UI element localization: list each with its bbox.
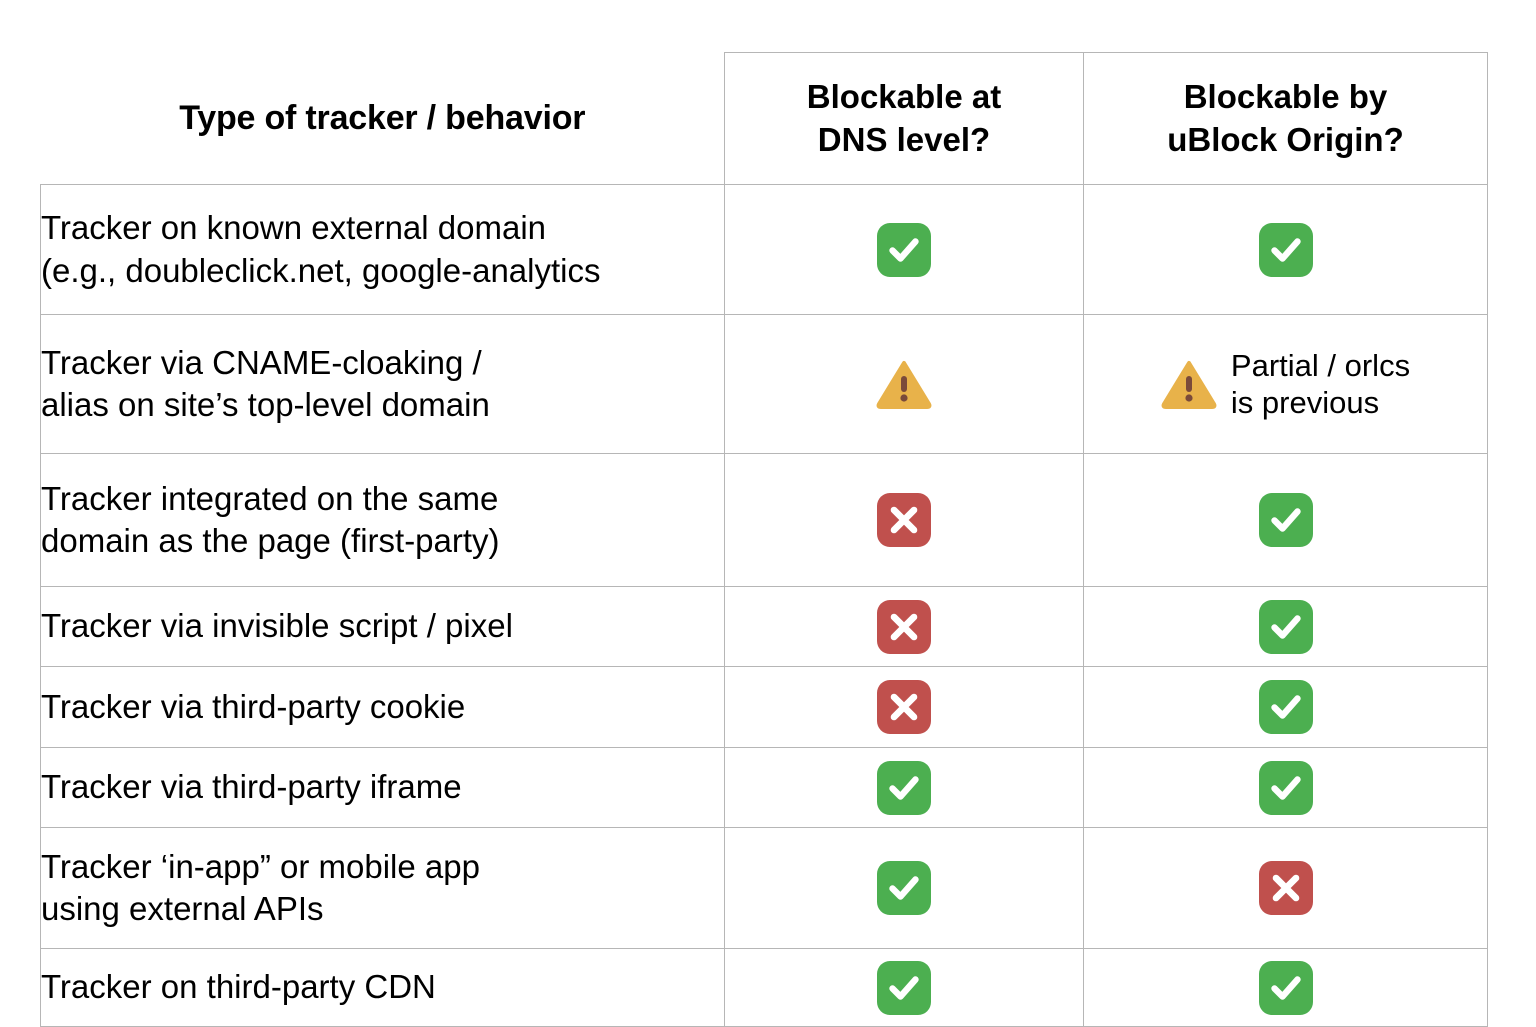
cell-dns (724, 453, 1084, 587)
label-line1: Tracker via CNAME-cloaking / (41, 343, 482, 381)
cell-dns (724, 827, 1084, 949)
mark-group (1084, 760, 1487, 815)
warning-icon (1161, 359, 1217, 409)
label-line2: (e.g., doubleclick.net, google-analytics (41, 251, 601, 289)
cell-dns (724, 314, 1084, 454)
table-row: Tracker via invisible script / pixel (40, 586, 1488, 667)
cell-ubo (1083, 747, 1488, 828)
check-icon (877, 222, 931, 277)
label-line1: Tracker via third-party cookie (41, 687, 466, 725)
label-line1: Tracker on known external domain (41, 209, 547, 247)
mark-group (725, 222, 1083, 277)
cell-tracker-label: Tracker on known external domain (e.g., d… (40, 184, 725, 315)
label-line1: Tracker via third-party iframe (41, 768, 462, 806)
mark-note-line1: Partial / orlcs (1230, 347, 1411, 383)
table-row: Tracker via third-party cookie (40, 666, 1488, 748)
header-ubo-line2: uBlock Origin? (1167, 120, 1404, 158)
warning-icon (876, 359, 932, 409)
check-icon (1258, 599, 1313, 654)
cell-ubo (1083, 586, 1488, 667)
cross-icon (877, 599, 931, 654)
cell-tracker-label: Tracker ‘in-app” or mobile app using exte… (40, 827, 725, 949)
cell-dns (724, 747, 1084, 828)
cell-tracker-label: Tracker via third-party cookie (40, 666, 725, 748)
mark-group (1084, 960, 1487, 1015)
mark-group (725, 493, 1083, 547)
check-icon (1258, 493, 1313, 547)
table-row: Tracker via third-party iframe (40, 747, 1488, 828)
table-row: Tracker on known external domain (e.g., d… (40, 184, 1488, 315)
cross-icon (1258, 861, 1313, 915)
cross-icon (877, 680, 931, 734)
mark-group (725, 861, 1083, 915)
check-icon (1258, 222, 1313, 277)
cell-ubo (1083, 948, 1488, 1027)
cell-ubo (1083, 453, 1488, 587)
table-row: Tracker ‘in-app” or mobile app using exte… (40, 827, 1488, 949)
table-row: Tracker via CNAME-cloaking / alias on sit… (40, 314, 1488, 454)
cell-tracker-label: Tracker via third-party iframe (40, 747, 725, 828)
label-line1: Tracker integrated on the same (41, 479, 499, 517)
mark-group (1084, 222, 1487, 277)
label-line1: Tracker via invisible script / pixel (41, 607, 513, 645)
mark-group (725, 760, 1083, 815)
cell-dns (724, 586, 1084, 667)
cell-dns (724, 666, 1084, 748)
header-blockable-ublock: Blockable by uBlock Origin? (1083, 52, 1488, 185)
mark-group (1084, 599, 1487, 654)
check-icon (877, 861, 931, 915)
cell-ubo (1083, 827, 1488, 949)
cell-tracker-label: Tracker on third-party CDN (40, 948, 725, 1027)
table-row: Tracker integrated on the same domain as … (40, 453, 1488, 587)
mark-group (725, 359, 1083, 409)
label-line2: using external APIs (41, 890, 324, 927)
mark-group (1084, 493, 1487, 547)
check-icon (1258, 760, 1313, 815)
check-icon (1258, 680, 1313, 734)
cross-icon (877, 493, 931, 547)
tracker-comparison-table: Type of tracker / behavior Blockable at … (40, 52, 1488, 1027)
label-line1: Tracker on third-party CDN (41, 968, 436, 1006)
cell-tracker-label: Tracker integrated on the same domain as … (40, 453, 725, 587)
mark-note-line2: is previous (1230, 385, 1380, 420)
cell-dns (724, 948, 1084, 1027)
cell-dns (724, 184, 1084, 315)
header-dns-line2: DNS level? (817, 120, 991, 158)
header-dns-line1: Blockable at (806, 78, 1002, 116)
header-row: Type of tracker / behavior Blockable at … (41, 52, 1488, 185)
header-ubo-line1: Blockable by (1183, 78, 1388, 116)
cell-ubo (1083, 666, 1488, 748)
header-blockable-dns: Blockable at DNS level? (724, 52, 1084, 185)
mark-group (1084, 680, 1487, 734)
check-icon (1258, 960, 1313, 1015)
table-header: Type of tracker / behavior Blockable at … (41, 52, 1488, 185)
header-type-of-tracker: Type of tracker / behavior (179, 98, 586, 137)
cell-ubo (1083, 184, 1488, 315)
mark-group (725, 960, 1083, 1015)
check-icon (877, 960, 931, 1015)
table-row: Tracker on third-party CDN (40, 948, 1488, 1027)
label-line1: Tracker ‘in-app” or mobile app (41, 847, 480, 885)
label-line2: alias on site’s top-level domain (41, 386, 490, 423)
cell-tracker-label: Tracker via CNAME-cloaking / alias on sit… (40, 314, 725, 454)
cell-tracker-label: Tracker via invisible script / pixel (40, 586, 725, 667)
mark-group (1084, 861, 1487, 915)
mark-group (725, 599, 1083, 654)
check-icon (877, 760, 931, 815)
table-body: Tracker on known external domain (e.g., d… (40, 184, 1488, 1027)
mark-group (725, 680, 1083, 734)
label-line2: domain as the page (first-party) (41, 522, 500, 559)
